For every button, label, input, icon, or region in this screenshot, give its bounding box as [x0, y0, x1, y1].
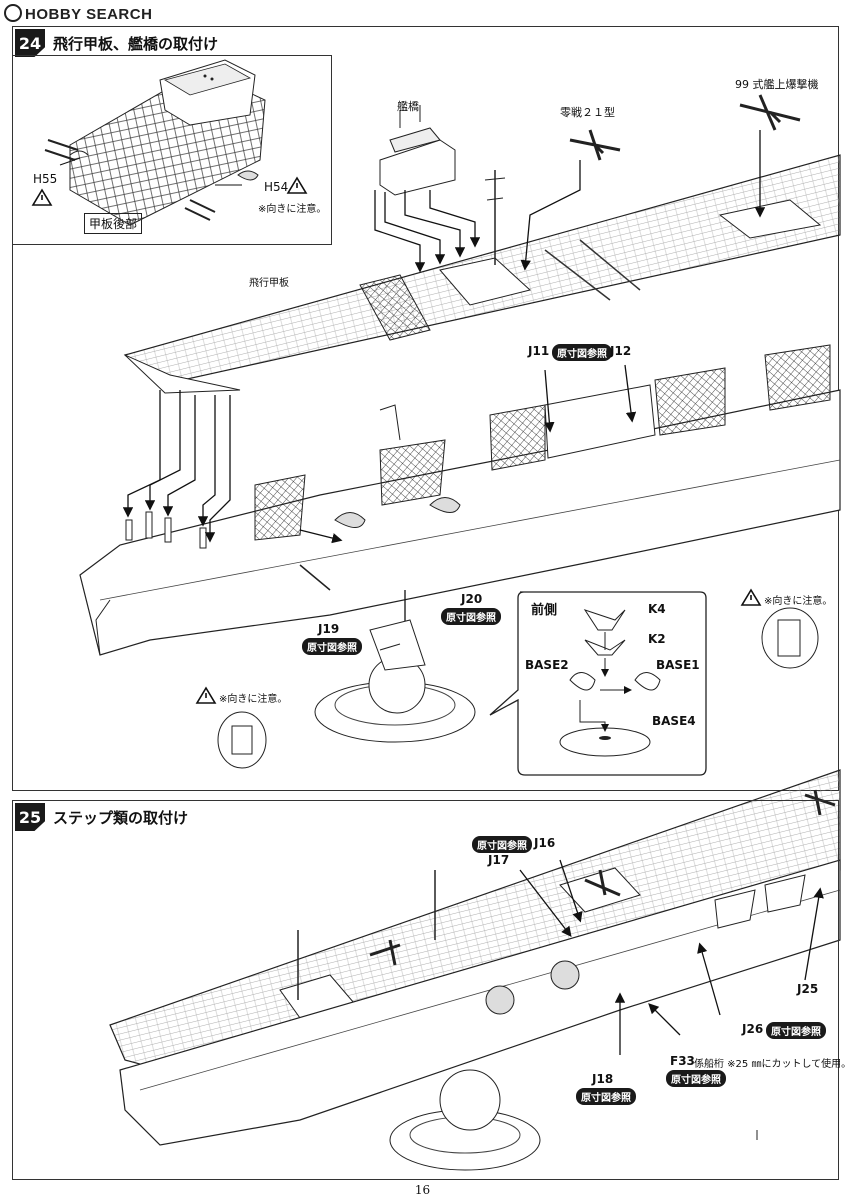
- f33-description: 係船桁 ※25 ㎜にカットして使用。: [694, 1059, 845, 1070]
- part-j12-label: J12: [610, 344, 632, 358]
- part-k2-label: K2: [648, 632, 666, 646]
- page-number: 16: [414, 1183, 431, 1197]
- part-base1-label: BASE1: [656, 658, 700, 672]
- mast-drawing: [484, 170, 506, 265]
- ref-badge-j20: 原寸図参照: [441, 608, 501, 625]
- warning-icon-h55: [31, 188, 53, 206]
- part-j25-label: J25: [797, 982, 819, 996]
- step-24-header: 24 飛行甲板、艦橋の取付け: [15, 29, 218, 57]
- display-stand-24: [314, 619, 476, 743]
- hull-drawing-25: [119, 859, 841, 1146]
- part-h55-label: H55: [33, 172, 58, 186]
- hobby-search-logo-icon: [4, 4, 22, 22]
- part-j11-label: J11: [528, 344, 550, 358]
- step-25-arrows: [519, 859, 824, 1055]
- part-h54-label: H54: [264, 180, 289, 194]
- step-24-title: 飛行甲板、艦橋の取付け: [53, 34, 219, 53]
- part-j20-label: J20: [461, 592, 483, 606]
- bridge-label: 艦橋: [397, 100, 419, 113]
- stern-deck-drawing: [44, 59, 266, 226]
- flight-deck-drawing: [123, 154, 841, 394]
- step-24-arrows: [122, 130, 766, 643]
- front-side-label: 前側: [531, 603, 558, 618]
- orientation-note-right: ※向きに注意。: [764, 596, 833, 607]
- step-25-number: 25: [15, 803, 45, 831]
- display-stand-25: [389, 1069, 541, 1171]
- ref-badge-j16: 原寸図参照: [472, 836, 532, 853]
- part-base4-label: BASE4: [652, 714, 696, 728]
- part-j16-label: J16: [534, 836, 556, 850]
- warning-icon-left: [195, 686, 217, 704]
- ref-badge-j19: 原寸図参照: [302, 638, 362, 655]
- step-25-panel: [12, 800, 839, 1180]
- part-j17-label: J17: [488, 853, 510, 867]
- warning-icon-right: [740, 588, 762, 606]
- zero-fighter-drawing: [569, 129, 621, 161]
- part-j19-label: J19: [318, 622, 340, 636]
- watermark: HOBBY SEARCH: [4, 4, 152, 23]
- val-bomber-drawing: [739, 94, 801, 131]
- step-25-header: 25 ステップ類の取付け: [15, 803, 188, 831]
- bridge-drawing: [379, 105, 456, 196]
- part-f33-label: F33: [670, 1054, 695, 1068]
- step-24-number: 24: [15, 29, 45, 57]
- ref-badge-j26: 原寸図参照: [766, 1022, 826, 1039]
- stern-deck-inset: [12, 55, 332, 245]
- flight-deck-label: 飛行甲板: [249, 278, 289, 289]
- part-base2-label: BASE2: [525, 658, 569, 672]
- warning-icon-h54: [286, 176, 308, 194]
- zero-fighter-label: 零戦２１型: [560, 106, 615, 119]
- hull-drawing-24: [79, 344, 841, 656]
- part-k4-label: K4: [648, 602, 666, 616]
- orientation-note-left: ※向きに注意。: [219, 694, 288, 705]
- inset-orientation-note: ※向きに注意。: [258, 204, 327, 215]
- step-25-title: ステップ類の取付け: [53, 808, 189, 827]
- part-j26-label: J26: [742, 1022, 764, 1036]
- ref-badge-j11: 原寸図参照: [552, 344, 612, 361]
- front-side-callout: [489, 591, 707, 776]
- stern-deck-caption: 甲板後部: [84, 213, 143, 234]
- ref-badge-f33: 原寸図参照: [666, 1070, 726, 1087]
- part-j18-label: J18: [592, 1072, 614, 1086]
- val-bomber-label: 99 式艦上爆撃機: [735, 78, 819, 91]
- ref-badge-j18: 原寸図参照: [576, 1088, 636, 1105]
- orientation-disc-right: [761, 607, 819, 669]
- orientation-disc-left: [217, 711, 267, 769]
